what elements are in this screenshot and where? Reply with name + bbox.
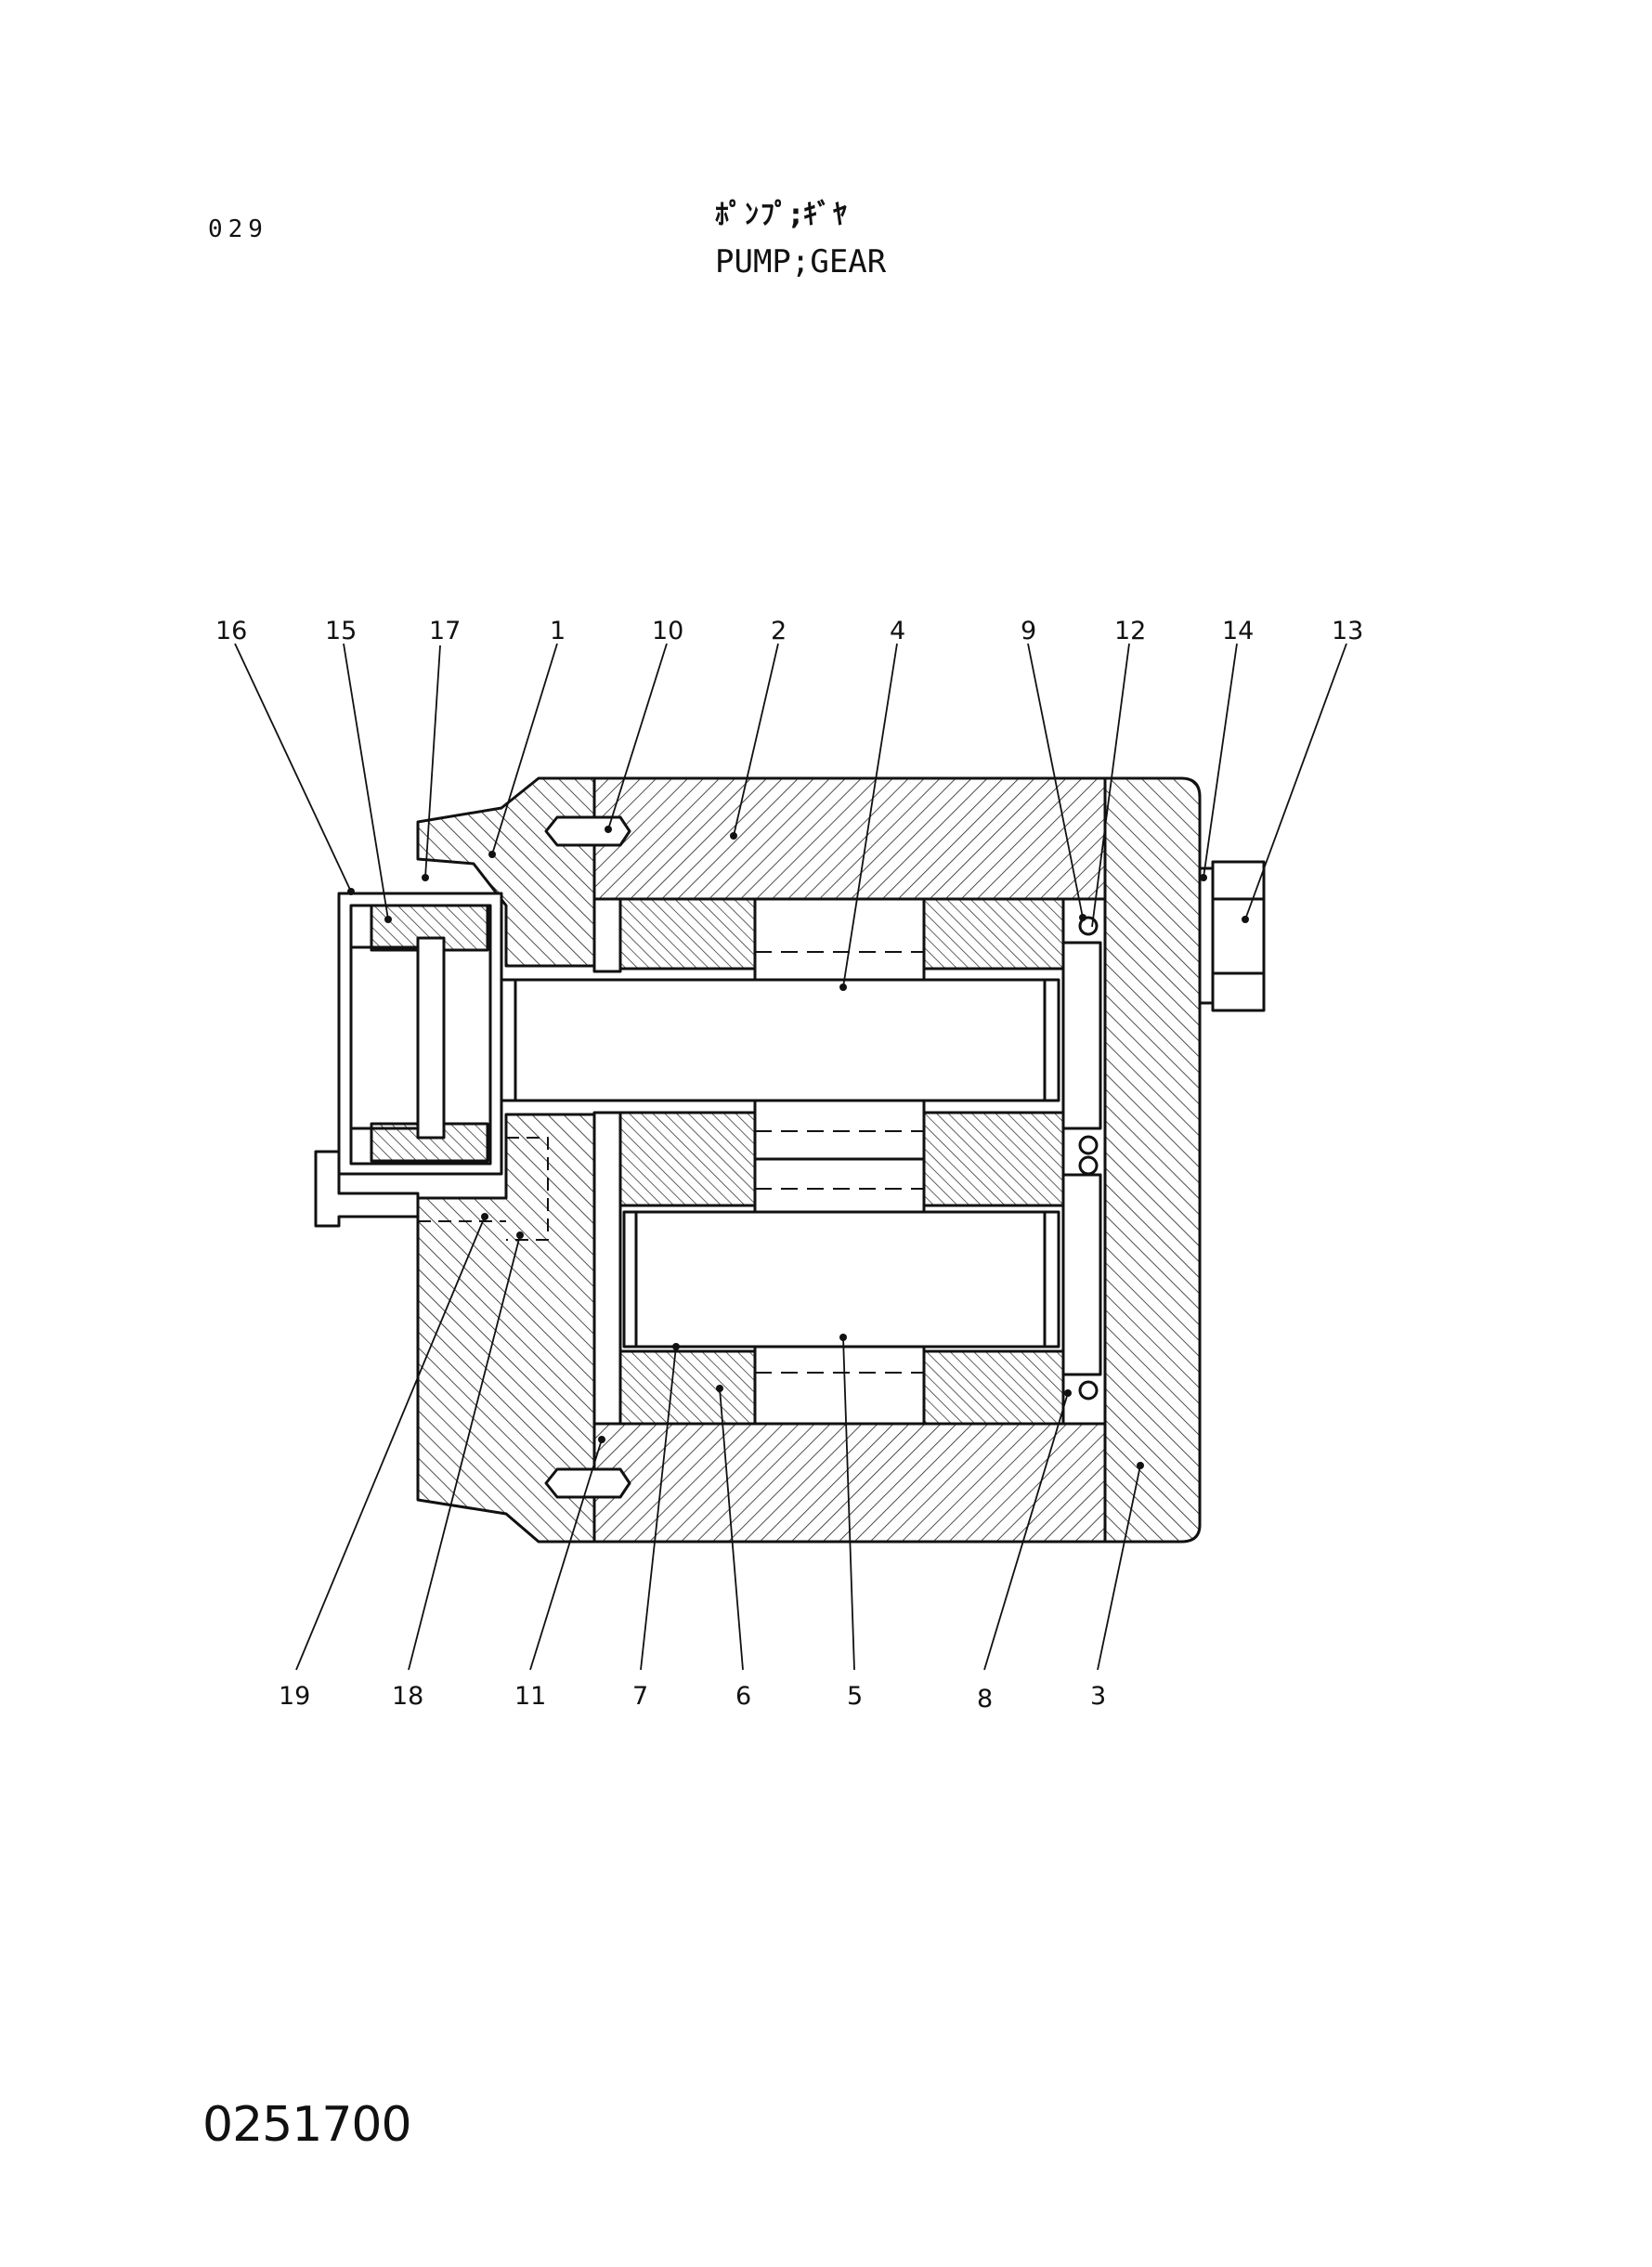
plate-lower: [592, 1111, 622, 1426]
o-ring-upper-mid: [1078, 1135, 1099, 1155]
callout-17: 17: [429, 617, 461, 645]
callout-19: 19: [279, 1682, 310, 1711]
callout-14: 14: [1222, 617, 1254, 645]
o-ring-9: [1078, 916, 1099, 936]
bearing-mid-left: [618, 1111, 757, 1207]
callout-16: 16: [215, 617, 247, 645]
title-japanese: ﾎﾟﾝﾌﾟ;ｷﾞﾔ: [715, 199, 849, 231]
callout-12: 12: [1114, 617, 1146, 645]
callout-10: 10: [652, 617, 683, 645]
callout-9: 9: [1021, 617, 1036, 645]
title-english: PUMP;GEAR: [715, 243, 887, 280]
callout-1: 1: [550, 617, 566, 645]
coupling-flange: [416, 936, 446, 1140]
side-bracket: [314, 1150, 420, 1228]
bearing-upper-left: [618, 897, 757, 971]
callout-11: 11: [514, 1682, 546, 1711]
bearing-mid-right: [922, 1111, 1065, 1207]
callout-8: 8: [977, 1685, 993, 1713]
rear-cover: [1103, 776, 1202, 1544]
bearing-upper-right: [922, 897, 1065, 971]
seal-housing-upper: [1061, 941, 1102, 1130]
page-number: 029: [208, 215, 268, 243]
coupling-bore: [351, 945, 420, 1130]
plate-upper: [592, 897, 622, 973]
o-ring-8: [1078, 1380, 1099, 1401]
driven-shaft: [622, 1210, 1060, 1348]
callout-4: 4: [890, 617, 905, 645]
callout-6: 6: [735, 1682, 751, 1711]
callout-13: 13: [1332, 617, 1363, 645]
body-upper: [592, 776, 1107, 901]
plug-13: [1211, 860, 1266, 1012]
seal-housing-lower: [1061, 1173, 1102, 1376]
o-ring-lower-mid: [1078, 1155, 1099, 1176]
bearing-lower-right: [922, 1349, 1065, 1426]
plug-washer-14: [1198, 866, 1215, 1005]
callout-2: 2: [771, 617, 787, 645]
drive-shaft: [453, 978, 1060, 1102]
callout-15: 15: [325, 617, 357, 645]
bearing-lower-left: [618, 1349, 757, 1426]
callout-3: 3: [1090, 1682, 1106, 1711]
callout-5: 5: [847, 1682, 863, 1711]
callout-7: 7: [632, 1682, 648, 1711]
dowel-pin-upper: [544, 815, 631, 847]
drawing-number: 0251700: [202, 2097, 412, 2153]
callout-18: 18: [392, 1682, 423, 1711]
